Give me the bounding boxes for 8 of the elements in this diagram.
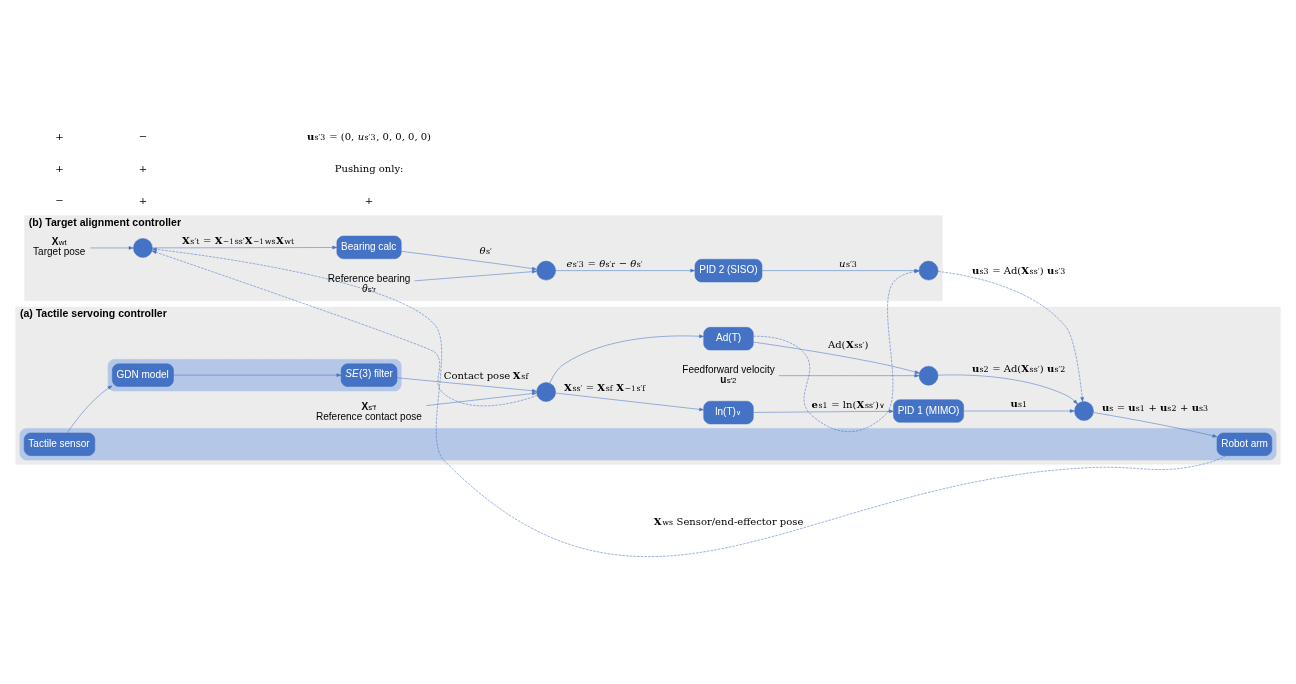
label: − [55, 194, 64, 206]
label: + [364, 194, 374, 206]
label: + [55, 162, 64, 174]
label: + [138, 194, 148, 206]
label: Pushing only: [334, 162, 404, 174]
label: + [138, 162, 148, 174]
label: + [55, 130, 64, 142]
label: − [138, 130, 148, 142]
